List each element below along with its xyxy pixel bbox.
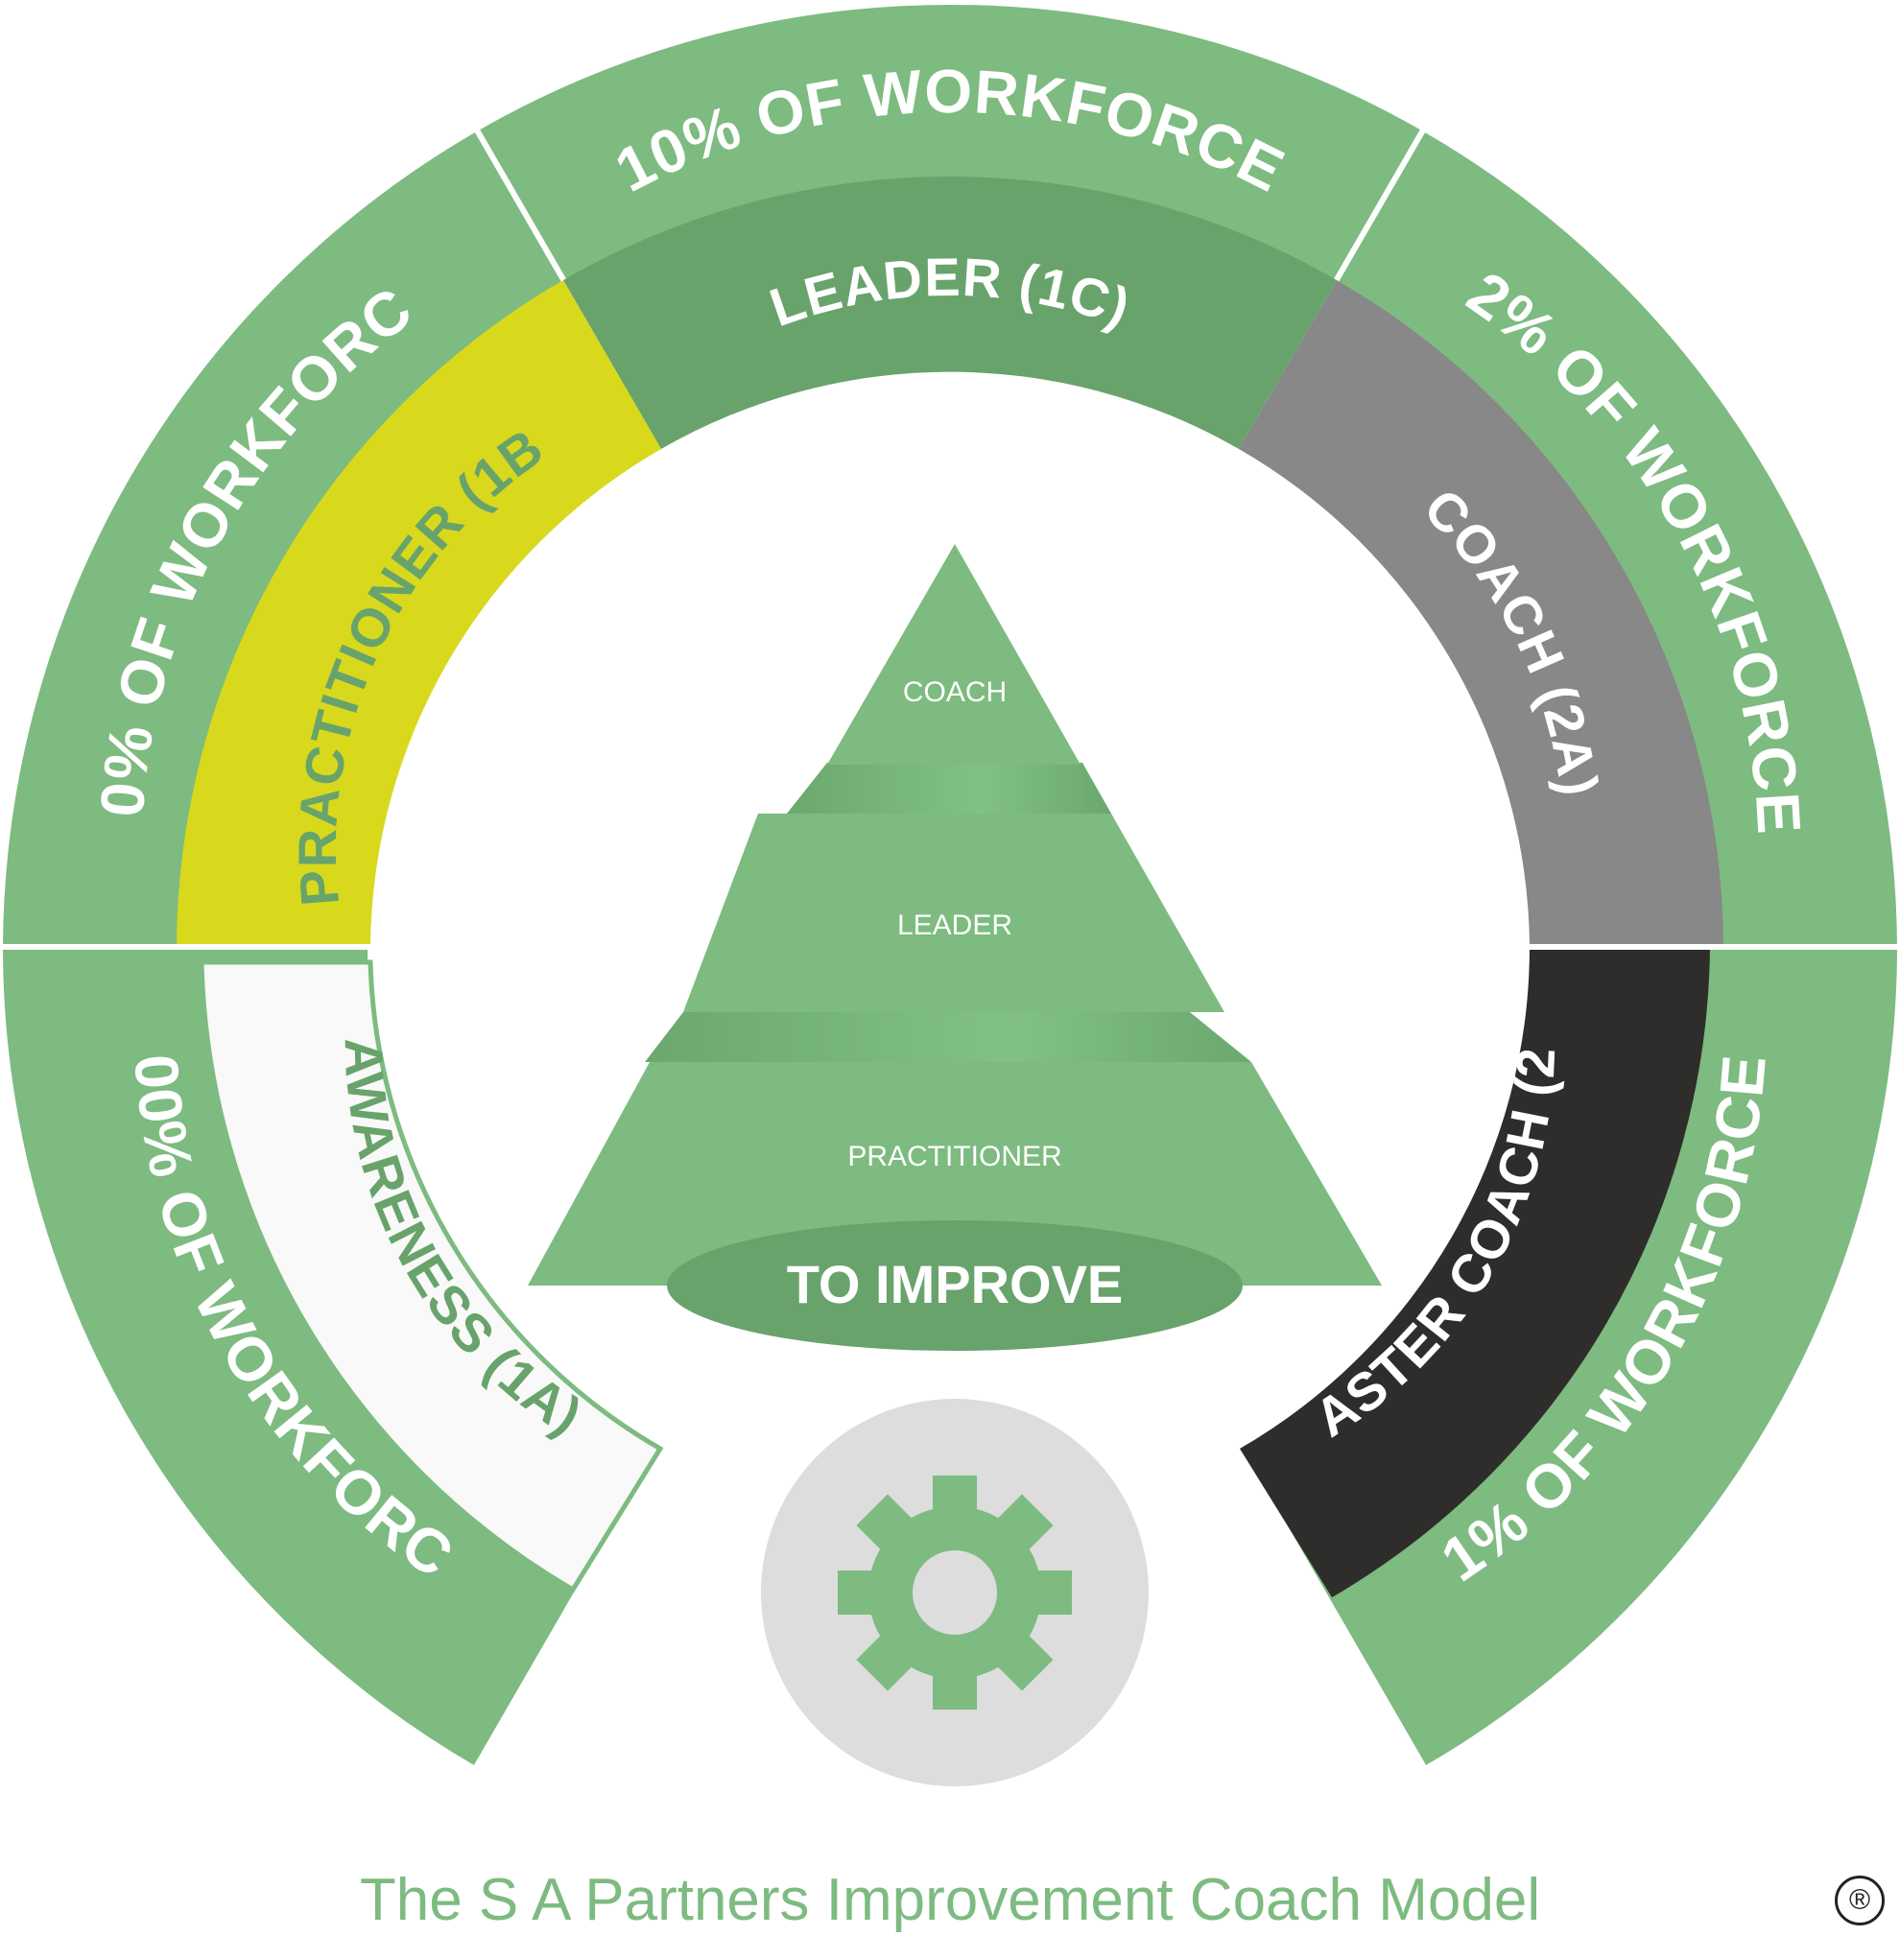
pyramid-tier-middle: [683, 814, 1224, 1012]
pyramid-tier-top: [827, 544, 1081, 765]
pyramid-label-leader: LEADER: [897, 909, 1012, 941]
pyramid-connector-lower: [645, 1012, 1251, 1062]
inner-segment-awareness: [199, 959, 664, 1594]
to-improve-base: [667, 1220, 1243, 1351]
inner-segment-leader: [563, 177, 1337, 449]
inner-segment-practitioner: [177, 280, 661, 947]
to-improve-label: TO IMPROVE: [787, 1254, 1124, 1314]
gear-icon: [838, 1476, 1072, 1710]
pyramid-label-practitioner: PRACTITIONER: [847, 1141, 1061, 1172]
diagram-caption: The S A Partners Improvement Coach Model: [359, 1867, 1541, 1933]
pyramid: COACH LEADER PRACTITIONER TO IMPROVE: [528, 544, 1382, 1351]
pyramid-tier-bottom: [528, 1062, 1382, 1286]
inner-segment-master-coach: [1240, 947, 1710, 1597]
pyramid-label-coach: COACH: [903, 676, 1007, 708]
registered-mark: ®: [1835, 1876, 1885, 1925]
inner-segment-coach: [1239, 280, 1723, 947]
pyramid-connector-upper: [787, 763, 1111, 814]
